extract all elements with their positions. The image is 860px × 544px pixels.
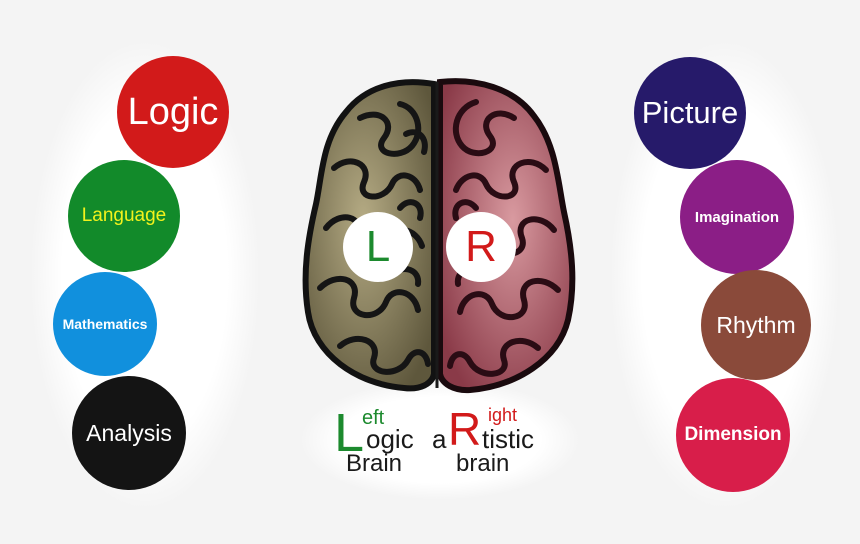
right-hemisphere-badge: R [446,212,516,282]
left-caption-superscript: eft [362,407,385,429]
bubble-mathematics-label: Mathematics [62,316,148,332]
bubble-imagination-label: Imagination [694,208,780,226]
bubble-mathematics: Mathematics [53,272,157,376]
bubble-dimension: Dimension [676,378,790,492]
left-brain-caption: L eft ogic Brain [334,402,424,476]
bubble-logic: Logic [117,56,229,168]
left-caption-brain: Brain [346,450,403,477]
right-caption-big-letter: R [448,403,482,455]
brain-icon [302,78,576,394]
bubble-language-label: Language [81,205,167,226]
bubble-rhythm: Rhythm [701,270,811,380]
right-caption-brain: brain [456,450,510,477]
bubble-picture-label: Picture [641,95,739,130]
caption-halo [300,380,580,500]
bubble-analysis: Analysis [72,376,186,490]
right-caption-prefix: a [432,424,447,454]
left-gyri [317,101,431,375]
bubble-logic-label: Logic [127,90,219,133]
right-caption-rest: tistic [482,424,534,454]
left-caption-rest: ogic [366,424,414,454]
brain-illustration: L R [300,78,580,394]
left-caption-big-letter: L [334,403,365,463]
right-hemisphere-letter: R [465,222,497,271]
right-caption-superscript: ight [488,405,518,425]
left-hemisphere-letter: L [365,222,391,271]
bubble-picture: Picture [634,57,746,169]
bubble-dimension-label: Dimension [684,424,782,445]
bubble-language: Language [68,160,180,272]
bubble-imagination: Imagination [680,160,794,274]
bubble-rhythm-label: Rhythm [716,311,796,338]
left-hemisphere-badge: L [343,212,413,282]
right-brain-caption: a R ight tistic brain [432,402,550,476]
bubble-analysis-label: Analysis [86,419,172,446]
